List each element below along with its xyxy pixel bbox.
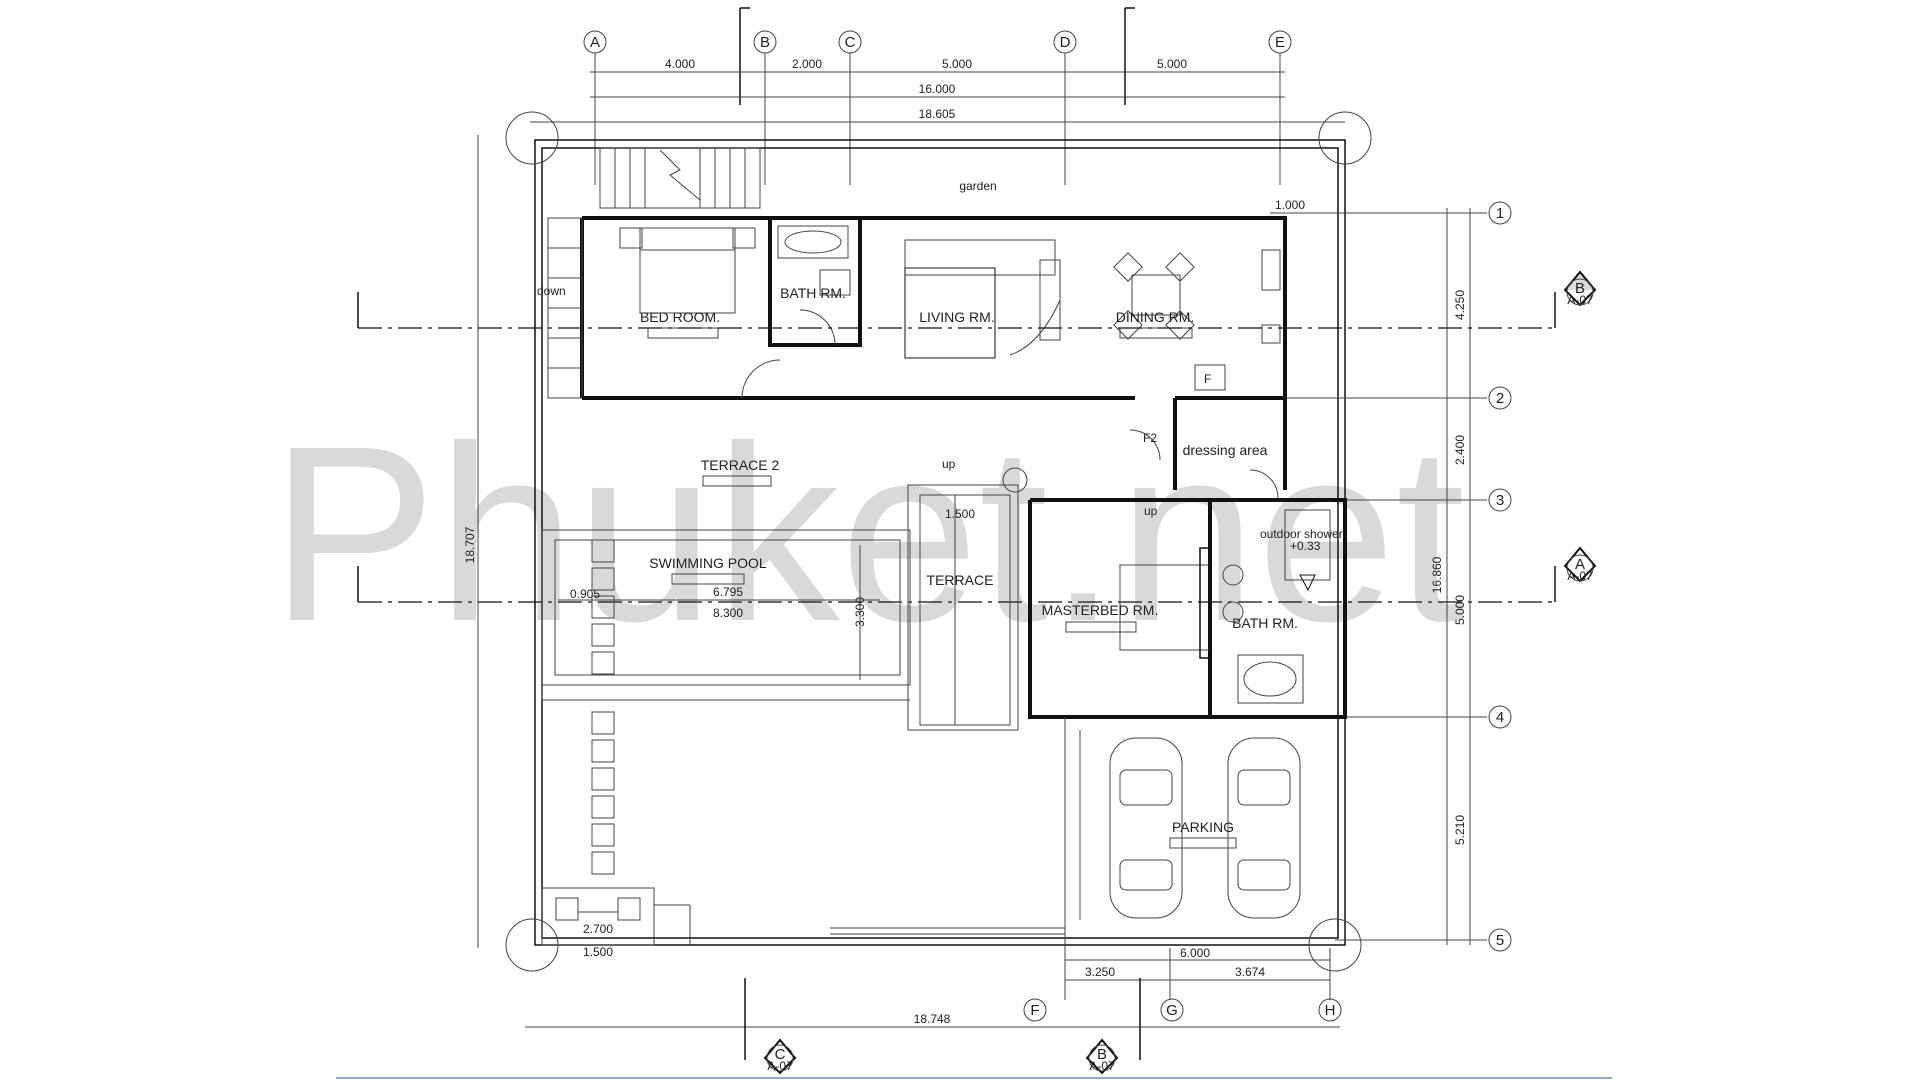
dim-left-overall: 18.707 xyxy=(463,526,477,563)
dim-pool-d: 3.300 xyxy=(853,597,867,627)
stair xyxy=(599,147,761,209)
grid-label-2: 2 xyxy=(1496,390,1504,407)
section-a-label: A xyxy=(1575,556,1585,573)
grid-label-h: H xyxy=(1325,1002,1336,1019)
entrance-gate xyxy=(541,887,691,946)
living-label: LIVING RM. xyxy=(919,309,994,325)
grid-label-g: G xyxy=(1166,1002,1178,1019)
dim-top-total: 16.000 xyxy=(919,82,956,96)
masterbed-label: MASTERBED RM. xyxy=(1042,602,1159,618)
dim-right-overall: 16.860 xyxy=(1430,556,1444,593)
grid-label-e: E xyxy=(1275,34,1285,51)
garden-label: garden xyxy=(959,179,996,193)
grid-label-c: C xyxy=(845,34,856,51)
dim-top-ab: 4.000 xyxy=(665,57,695,71)
up-label-2: up xyxy=(1144,504,1158,518)
section-marker-c-bottom xyxy=(763,1038,797,1075)
dim-right-45: 5.210 xyxy=(1453,815,1467,845)
grid-label-4: 4 xyxy=(1496,709,1504,726)
dining-label: DINING RM. xyxy=(1116,309,1195,325)
terrace2-label: TERRACE 2 xyxy=(701,457,780,473)
dim-pool-a: 0.905 xyxy=(570,587,600,601)
parking-label: PARKING xyxy=(1172,819,1234,835)
bath2-label: BATH RM. xyxy=(1232,615,1298,631)
pool-label: SWIMMING POOL xyxy=(649,555,767,571)
watermark: Phuket.net xyxy=(270,394,1465,673)
grid-label-b: B xyxy=(760,34,770,51)
master-block xyxy=(1028,396,1347,719)
bottom-dimensions xyxy=(525,948,1342,1060)
dim-top-de: 5.000 xyxy=(1157,57,1187,71)
grid-label-3: 3 xyxy=(1496,492,1504,509)
swimming-pool xyxy=(541,529,911,875)
dim-gate-width: 2.700 xyxy=(583,922,613,936)
up-label-1: up xyxy=(942,457,956,471)
dim-right-12: 4.250 xyxy=(1453,290,1467,320)
dim-gate-offset: 1.500 xyxy=(583,945,613,959)
dim-bottom-fg: 3.250 xyxy=(1085,965,1115,979)
section-marker-a-right xyxy=(1563,546,1597,583)
dim-right-small: 1.000 xyxy=(1275,198,1305,212)
top-dimensions: 4.000 2.000 5.000 5.000 16.000 18.605 xyxy=(530,57,1345,123)
section-b-bottom-label: B xyxy=(1097,1046,1107,1063)
section-a-sheet: A-07 xyxy=(1567,569,1593,583)
grid-label-d: D xyxy=(1060,34,1071,51)
dim-bottom-parking: 6.000 xyxy=(1180,946,1210,960)
dim-top-cd: 5.000 xyxy=(942,57,972,71)
section-c-sheet: A-07 xyxy=(767,1059,793,1073)
dim-terrace-level: 1.500 xyxy=(945,507,975,521)
grid-label-f: F xyxy=(1030,1002,1039,1019)
section-c-label: C xyxy=(775,1046,786,1063)
f-label: F xyxy=(1204,372,1211,386)
dim-right-34: 5.000 xyxy=(1453,595,1467,625)
left-dimension: 18.707 xyxy=(463,135,479,948)
down-label: down xyxy=(537,284,566,298)
section-b-sheet: A-07 xyxy=(1567,293,1593,307)
dim-bottom-gh: 3.674 xyxy=(1235,965,1265,979)
dim-pool-b: 6.795 xyxy=(713,585,743,599)
outdoor-shower-label: outdoor shower xyxy=(1260,527,1343,541)
section-b-bottom-sheet: A-07 xyxy=(1089,1059,1115,1073)
section-marker-b-right xyxy=(1563,270,1597,307)
upper-block: down F xyxy=(537,216,1287,400)
dim-pool-c: 8.300 xyxy=(713,606,743,620)
section-lines xyxy=(357,292,1556,603)
terrace-label: TERRACE xyxy=(927,572,994,588)
f2-label: F2 xyxy=(1143,431,1157,445)
dim-bottom-overall: 18.748 xyxy=(914,1012,951,1026)
parking-area xyxy=(830,717,1301,948)
section-marker-b-bottom xyxy=(1085,1038,1119,1075)
grid-bubbles-right: 1 2 3 4 5 xyxy=(1030,201,1512,952)
bedroom-label: BED ROOM. xyxy=(640,309,720,325)
outdoor-level: +0.33 xyxy=(1290,539,1321,553)
terrace-block xyxy=(907,467,1028,731)
dressing-label: dressing area xyxy=(1183,442,1268,458)
grid-label-1: 1 xyxy=(1496,205,1504,222)
dim-top-overall: 18.605 xyxy=(919,107,956,121)
dim-top-bc: 2.000 xyxy=(792,57,822,71)
dim-right-23: 2.400 xyxy=(1453,435,1467,465)
grid-label-a: A xyxy=(590,34,600,51)
bath1-label: BATH RM. xyxy=(780,285,846,301)
grid-label-5: 5 xyxy=(1496,932,1504,949)
grid-bubbles-top: A B C D E xyxy=(583,7,1292,185)
section-b-label: B xyxy=(1575,280,1585,297)
